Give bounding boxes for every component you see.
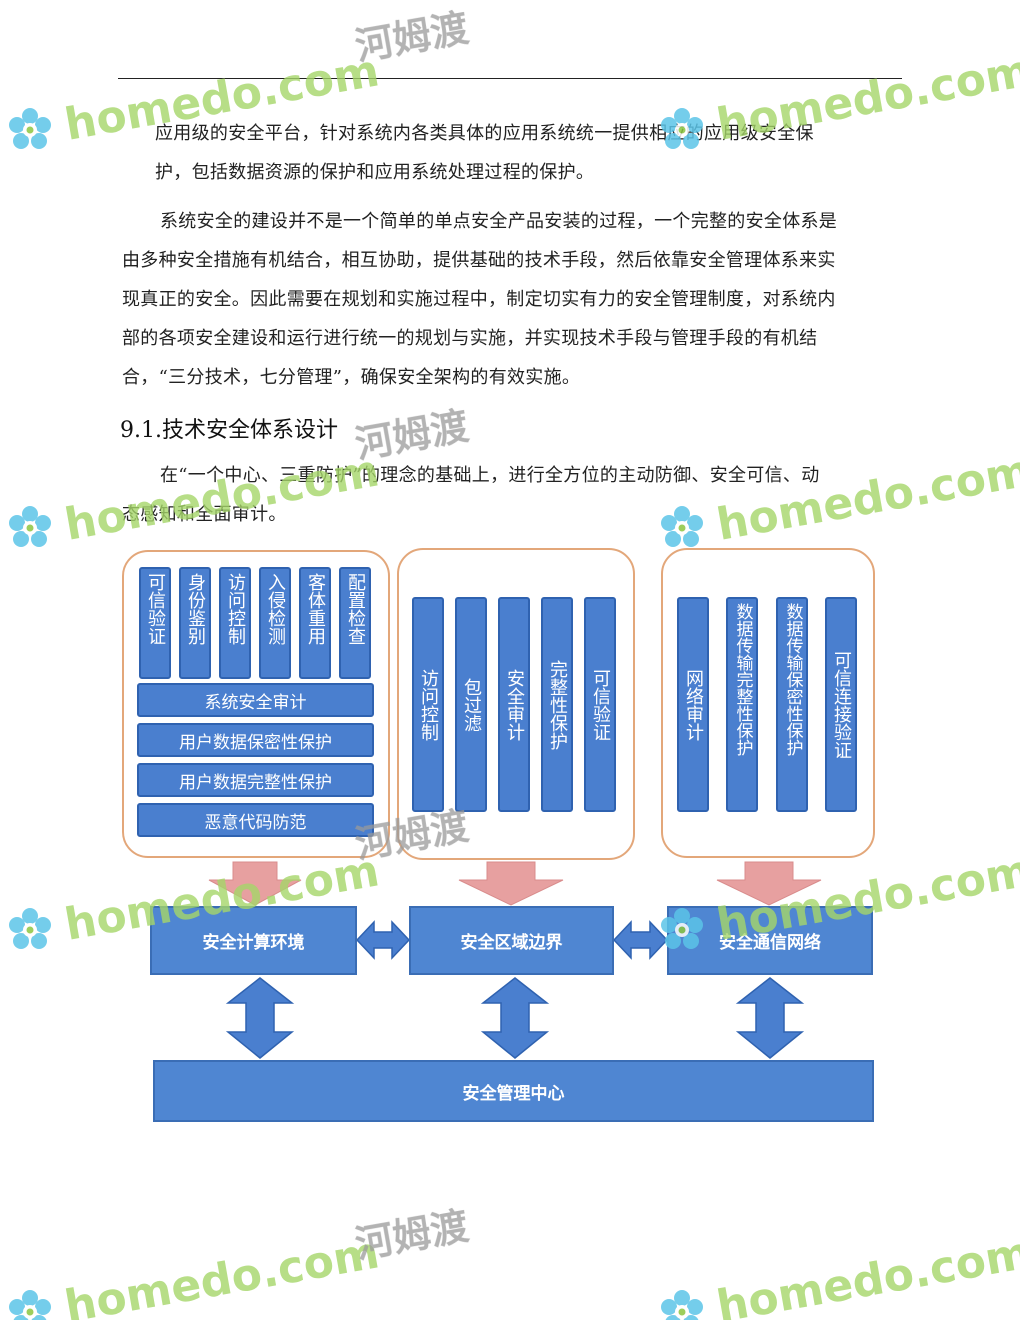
secure-communication-network-box: 安全通信网络 [667, 906, 873, 975]
packet-filter-item: 包过滤 [455, 597, 487, 812]
boundary-security-audit-item: 安全审计 [498, 597, 530, 812]
user-data-integrity-item: 用户数据完整性保护 [137, 763, 374, 797]
double-arrow-icon [355, 920, 411, 960]
vertical-double-arrow-icon [225, 977, 295, 1059]
identity-authentication-item: 身份鉴别 [179, 567, 211, 679]
down-arrow-icon [716, 861, 822, 906]
down-arrow-icon [208, 861, 302, 906]
trusted-connection-item: 可信连接验证 [825, 597, 857, 812]
header-rule [118, 78, 902, 79]
vertical-double-arrow-icon [735, 977, 805, 1059]
access-control-item: 访问控制 [219, 567, 251, 679]
section-heading: 9.1.技术安全体系设计 [120, 418, 338, 443]
paragraph-2-line-1: 系统安全的建设并不是一个简单的单点安全产品安装的过程，一个完整的安全体系是 [160, 211, 838, 232]
boundary-access-control-item: 访问控制 [412, 597, 444, 812]
user-data-confidentiality-item: 用户数据保密性保护 [137, 723, 374, 757]
transmission-integrity-item: 数据传输完整性保护 [726, 597, 758, 812]
double-arrow-icon [612, 920, 669, 960]
boundary-integrity-item: 完整性保护 [541, 597, 573, 812]
system-security-audit-item: 系统安全审计 [137, 683, 374, 717]
paragraph-3-line-1: 在“一个中心、三重防护”的理念的基础上，进行全方位的主动防御、安全可信、动 [160, 465, 820, 486]
config-check-item: 配置检查 [339, 567, 371, 679]
transmission-confidentiality-item: 数据传输保密性保护 [776, 597, 808, 812]
paragraph-2-line-5: 合，“三分技术，七分管理”，确保安全架构的有效实施。 [122, 367, 581, 388]
network-audit-item: 网络审计 [677, 597, 709, 812]
paragraph-1-line-2: 护，包括数据资源的保护和应用系统处理过程的保护。 [155, 162, 595, 183]
object-reuse-item: 客体重用 [299, 567, 331, 679]
security-management-center-box: 安全管理中心 [153, 1060, 874, 1122]
intrusion-detection-item: 入侵检测 [259, 567, 291, 679]
paragraph-2-line-3: 现真正的安全。因此需要在规划和实施过程中，制定切实有力的安全管理制度，对系统内 [122, 289, 836, 310]
trusted-verification-item: 可信验证 [139, 567, 171, 679]
paragraph-1-line-1: 应用级的安全平台，针对系统内各类具体的应用系统统一提供相应的应用级安全保 [155, 123, 814, 144]
boundary-trusted-verification-item: 可信验证 [584, 597, 616, 812]
vertical-double-arrow-icon [480, 977, 550, 1059]
secure-area-boundary-box: 安全区域边界 [409, 906, 614, 975]
paragraph-2-line-2: 由多种安全措施有机结合，相互协助，提供基础的技术手段，然后依靠安全管理体系来实 [122, 250, 836, 271]
secure-computing-environment-box: 安全计算环境 [150, 906, 357, 975]
down-arrow-icon [458, 861, 564, 906]
paragraph-3-line-2: 态感知和全面审计。 [122, 504, 287, 525]
paragraph-2-line-4: 部的各项安全建设和运行进行统一的规划与实施，并实现技术手段与管理手段的有机结 [122, 328, 818, 349]
malicious-code-prevention-item: 恶意代码防范 [137, 803, 374, 837]
